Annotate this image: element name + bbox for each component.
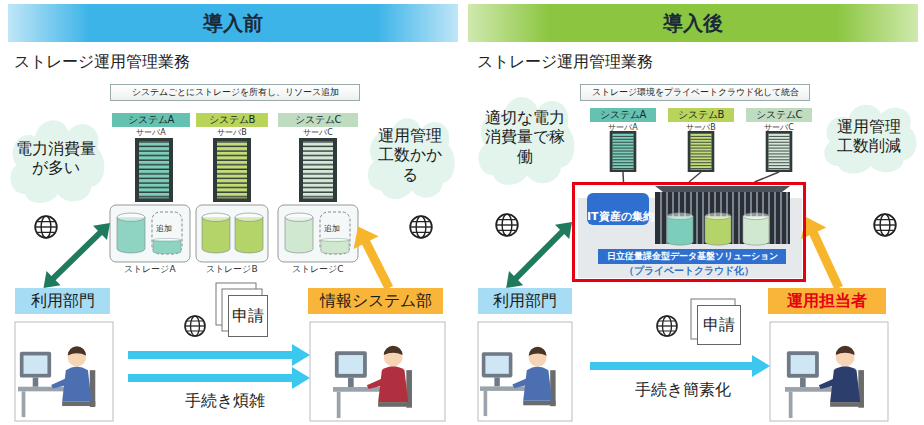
process-note: 手続き簡素化 (632, 380, 734, 399)
node-text: （プライベートクラウド化） (575, 265, 803, 277)
process-note: 手続き煩雑 (182, 391, 268, 410)
node-text: システムA (112, 113, 190, 127)
connector-line (53, 232, 101, 279)
added-note: 追加 (156, 224, 172, 234)
system-column: システムBサーバB (668, 108, 734, 172)
connector-line (813, 232, 839, 288)
doc-stack (216, 283, 735, 339)
arrowhead (506, 271, 523, 288)
node-subtext: サーバA (608, 123, 637, 133)
storage-array (578, 186, 802, 278)
node-text: ストレージ環境をプライベートクラウド化して統合 (592, 87, 799, 98)
connector (623, 172, 624, 182)
connector (689, 172, 701, 182)
disk-cylinders (117, 212, 350, 254)
node-text: 申請 (703, 315, 735, 334)
node-text: 電力消費量が多い (16, 139, 96, 177)
caption-box: システムごとにストレージを所有し、リソース追加 (110, 84, 360, 101)
node-subtext: サーバA (136, 128, 165, 138)
arrowhead (354, 227, 379, 249)
node-text: ストレージA (124, 264, 175, 277)
connector (44, 223, 111, 288)
connector (354, 227, 389, 288)
cloud-fill (10, 120, 104, 203)
arrowhead (555, 222, 572, 239)
storage-outlines (110, 205, 358, 262)
arrowhead (44, 271, 61, 288)
effect-cloud: 運用管理工数かかる (362, 108, 458, 202)
connector (801, 217, 839, 288)
system-column: システムCサーバC (746, 108, 812, 172)
node-text: 導入後 (663, 11, 723, 35)
connector-line (689, 172, 701, 182)
connector-line (365, 241, 389, 288)
header-band: 導入前 (8, 4, 458, 42)
connector (506, 222, 572, 288)
node-subtext: サーバB (686, 123, 716, 133)
storage-box: ストレージC (278, 205, 358, 277)
node-text: 適切な電力消費量で稼働 (485, 108, 565, 166)
header-band: 導入後 (468, 4, 918, 42)
effect-cloud: 適切な電力消費量で稼働 (472, 86, 578, 188)
node-text: 申請 (232, 306, 264, 325)
system-column: システムAサーバA (590, 108, 656, 172)
storage-box: ストレージA (110, 205, 190, 277)
effect-cloud: 電力消費量が多い (4, 110, 108, 206)
people (18, 346, 864, 418)
node-text: ストレージC (292, 264, 343, 277)
node-text: 運用管理工数削減 (837, 117, 901, 155)
node-text: 日立従量課金型データ基盤ソリューション (598, 251, 786, 262)
highlight-frame: （プライベートクラウド化） IT資産の集約日立従量課金型データ基盤ソリューション (572, 182, 806, 282)
node-subtext: サーバC (764, 123, 794, 133)
cloud-fill (824, 105, 916, 174)
node-text: システムC (746, 108, 812, 122)
callout-box: IT資産の集約 (587, 193, 649, 225)
effect-cloud: 運用管理工数削減 (818, 96, 920, 176)
cloud-fill (479, 97, 575, 185)
system-column: システムBサーバB (196, 113, 268, 203)
cloud-fill (368, 118, 455, 199)
section-title: ストレージ運用管理業務 (14, 52, 190, 71)
dept-label: 運用担当者 (768, 288, 886, 314)
system-column: システムCサーバC (278, 113, 358, 203)
picture-frames (15, 322, 888, 421)
added-note: 追加 (324, 224, 340, 234)
section-title: ストレージ運用管理業務 (477, 52, 653, 71)
node-text: システムB (668, 108, 734, 122)
node-text: 情報システム部 (320, 291, 432, 310)
request-doc: 申請 (697, 305, 741, 345)
arrowhead (93, 223, 110, 240)
node-text: 導入前 (203, 11, 263, 35)
node-text: システムごとにストレージを所有し、リソース追加 (132, 87, 339, 98)
system-column: システムAサーバA (112, 113, 190, 203)
dept-label: 情報システム部 (308, 288, 443, 314)
dept-label: 利用部門 (478, 288, 572, 314)
dept-label: 利用部門 (15, 288, 110, 314)
node-subtext: サーバB (217, 128, 247, 138)
node-text: 利用部門 (493, 291, 557, 310)
connector-line (515, 231, 563, 279)
node-text: システムC (278, 113, 358, 127)
solution-band: 日立従量課金型データ基盤ソリューション (598, 249, 786, 264)
server-racks (135, 131, 792, 202)
connector-line (622, 172, 624, 182)
node-subtext: サーバC (303, 128, 333, 138)
connector (755, 172, 779, 182)
connector-line (755, 172, 779, 182)
node-text: システムA (590, 108, 656, 122)
node-text: ストレージB (206, 264, 257, 277)
node-text: IT資産の集約 (587, 210, 649, 223)
node-text: システムB (196, 113, 268, 127)
node-text: 利用部門 (31, 291, 95, 310)
node-text: 運用管理工数かかる (378, 126, 442, 184)
request-doc: 申請 (228, 295, 268, 337)
storage-box: ストレージB (196, 205, 268, 277)
caption-box: ストレージ環境をプライベートクラウド化して統合 (580, 84, 810, 101)
node-text: 運用担当者 (787, 291, 867, 310)
